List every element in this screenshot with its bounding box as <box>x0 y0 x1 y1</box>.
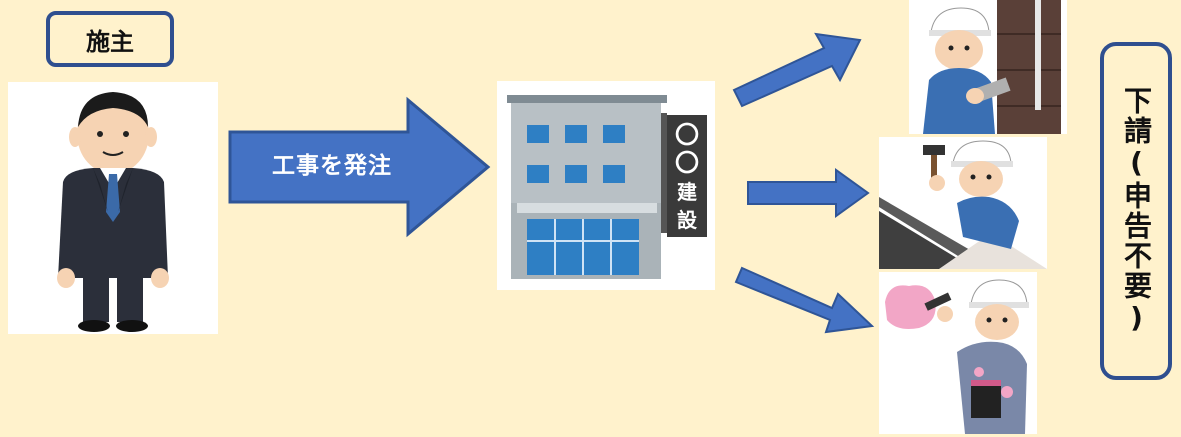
sign-char-3: 建 <box>677 180 697 204</box>
arrow-to-roofer <box>747 168 870 218</box>
roofer-icon <box>879 140 1047 269</box>
main-order-arrow <box>228 96 491 238</box>
plasterer-worker <box>909 0 1067 134</box>
construction-company-building: 〇 〇 建 設 <box>497 81 715 290</box>
painter-icon <box>885 279 1029 434</box>
roofer-worker <box>879 137 1047 269</box>
sign-char-2: 〇 <box>675 149 699 177</box>
client-label-box: 施主 <box>46 11 174 67</box>
businessman-icon <box>57 92 169 332</box>
plasterer-icon <box>923 0 1061 134</box>
main-arrow-label: 工事を発注 <box>272 153 392 179</box>
client-label: 施主 <box>86 27 134 56</box>
building-icon: 〇 〇 建 設 <box>507 95 707 279</box>
subcontract-label-box: 下請(申告不要) <box>1100 42 1172 380</box>
businessman-illustration <box>8 82 218 334</box>
arrow-to-plasterer <box>732 32 862 108</box>
sign-char-1: 〇 <box>675 121 699 149</box>
arrow-to-painter <box>734 266 875 334</box>
painter-worker <box>879 272 1037 434</box>
sign-char-4: 設 <box>677 208 698 232</box>
subcontract-label: 下請(申告不要) <box>1120 86 1153 336</box>
